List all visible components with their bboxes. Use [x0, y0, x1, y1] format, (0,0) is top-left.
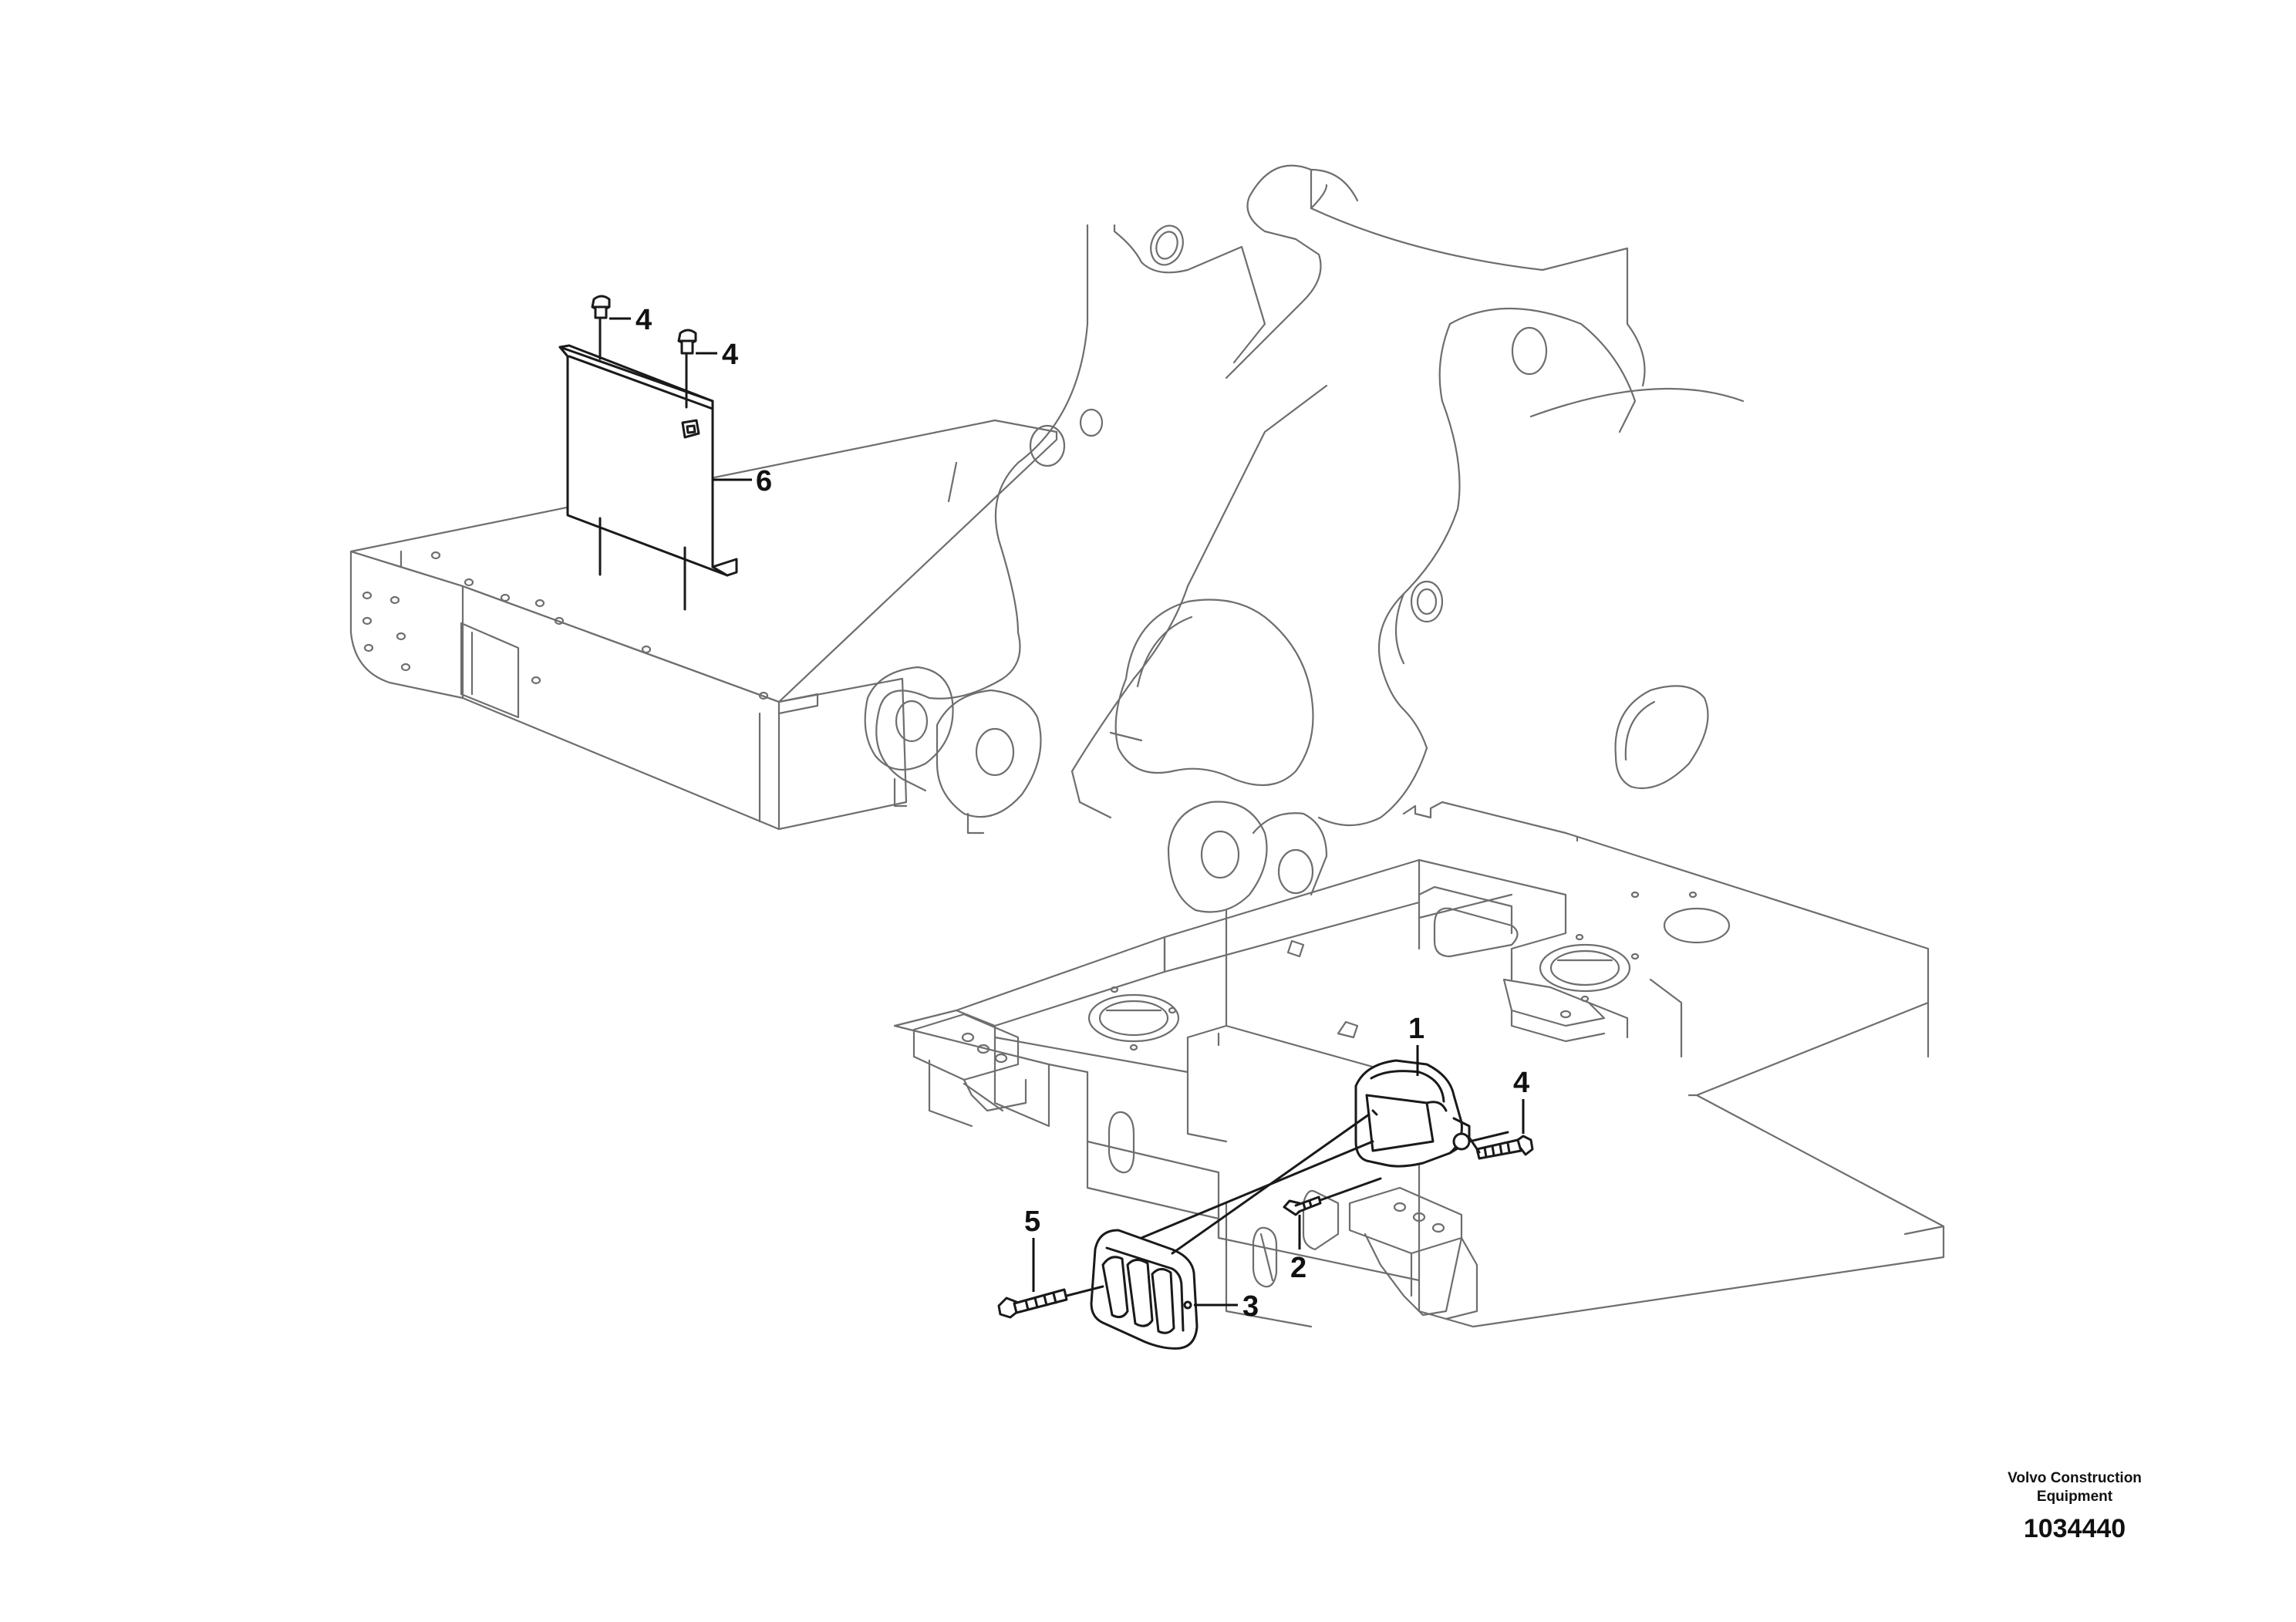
callout-3: 3 [1242, 1290, 1259, 1323]
left-frame-beam [349, 419, 1058, 831]
callout-2: 2 [1290, 1252, 1306, 1284]
part-6-cover-plate [558, 317, 738, 611]
callout-4-right: 4 [1513, 1067, 1529, 1099]
boom-mount-frame [864, 164, 1745, 913]
part-1-lamp-housing [1354, 1059, 1471, 1168]
callout-6: 6 [756, 465, 772, 497]
drawing-number: 1034440 [2023, 1514, 2126, 1543]
part-2-bolt [1283, 1195, 1322, 1216]
callout-labels: 4 4 6 1 4 2 3 5 [636, 304, 1529, 1323]
callout-4-top-right: 4 [722, 339, 738, 371]
assembly-lines [1065, 1113, 1509, 1297]
part-4-bolt-right [1475, 1135, 1534, 1160]
drawing-footer: Volvo Construction Equipment 1034440 [1959, 1469, 2190, 1544]
undercarriage-frame [893, 801, 1945, 1328]
callout-4-top-left: 4 [636, 304, 652, 336]
part-5-bolt [997, 1288, 1068, 1319]
callout-leaders [609, 317, 1525, 1307]
part-4-bolt-top-left [591, 295, 611, 319]
company-name-line-2: Equipment [2036, 1489, 2113, 1505]
part-3-lamp-guard [1090, 1229, 1199, 1350]
part-4-bolt-top-right [677, 329, 697, 355]
company-name-line-1: Volvo Construction [2008, 1470, 2142, 1486]
callout-5: 5 [1024, 1206, 1040, 1238]
callout-1: 1 [1408, 1013, 1424, 1045]
